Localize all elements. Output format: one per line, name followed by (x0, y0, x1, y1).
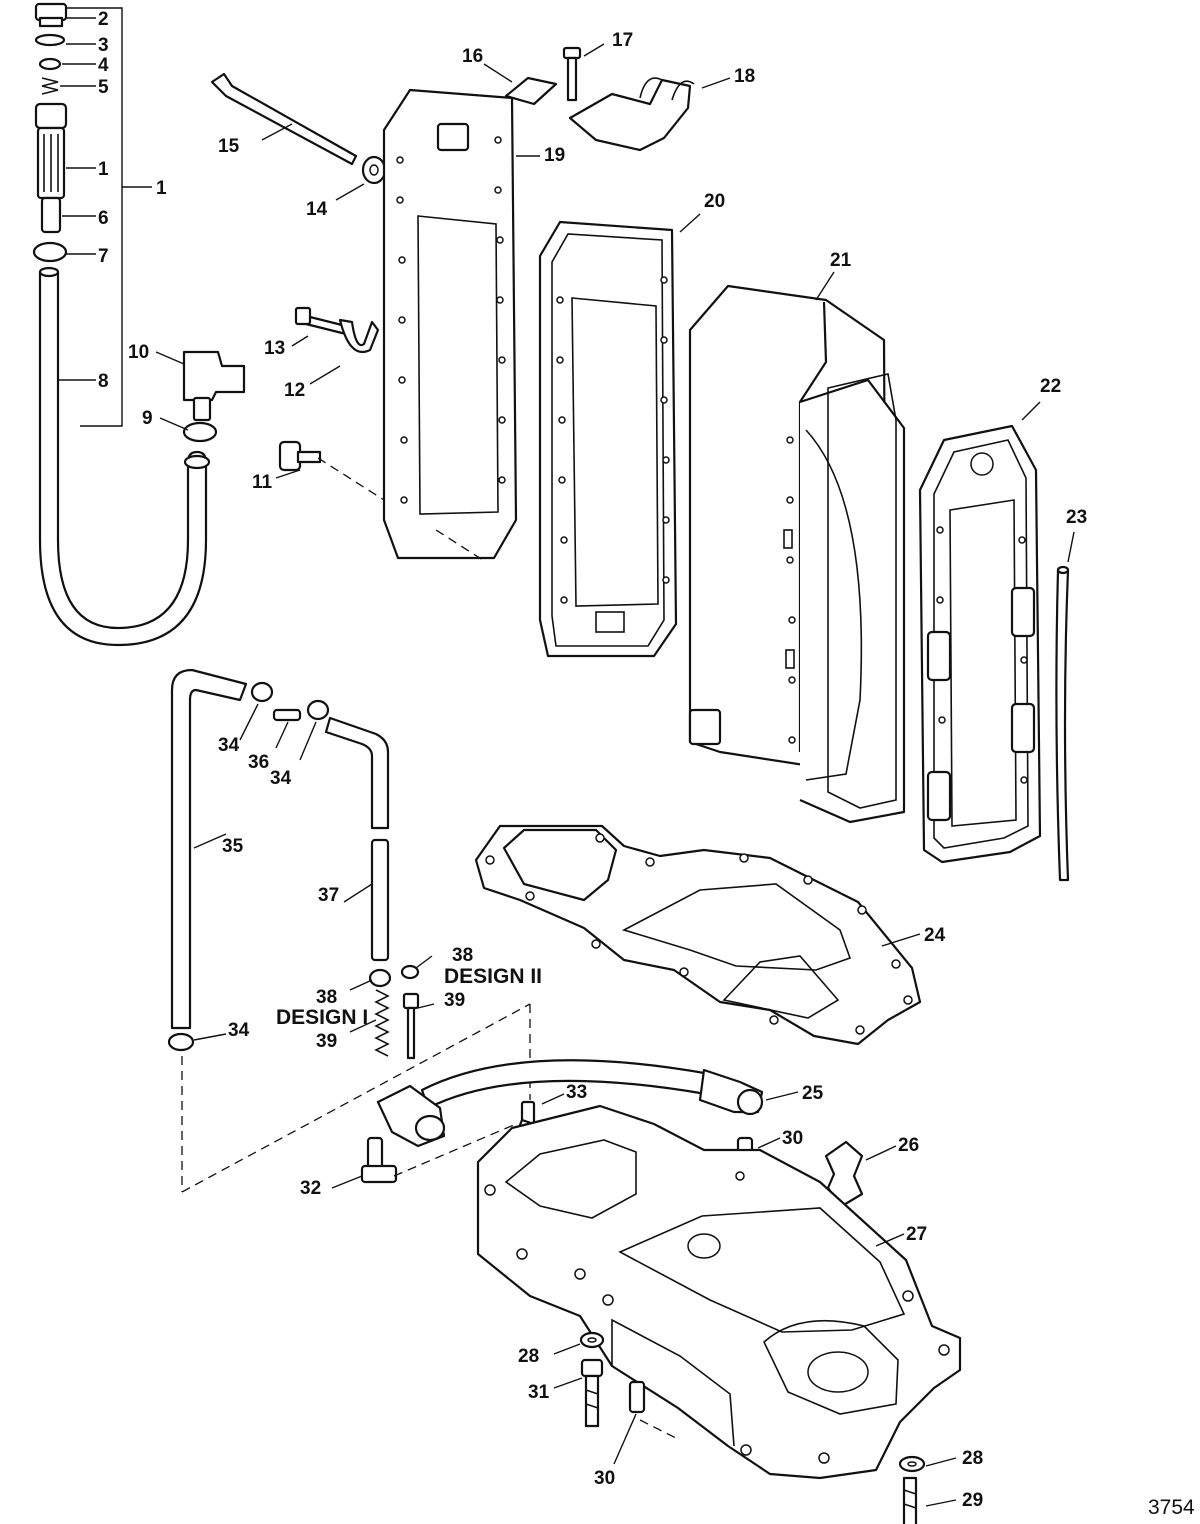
callout-37: 37 (318, 885, 339, 906)
callout-5: 5 (98, 77, 109, 98)
callout-1-sub: 1 (98, 159, 109, 180)
adaptor-plate-holes (484, 1171, 950, 1464)
callout-28-left: 28 (518, 1346, 539, 1367)
callout-39-left: 39 (316, 1031, 337, 1052)
fitting-assembly (32, 2, 246, 647)
callout-31: 31 (528, 1382, 550, 1403)
callout-18: 18 (734, 66, 755, 87)
callout-11: 11 (252, 472, 273, 493)
gasket-20 (538, 213, 701, 658)
callout-38-right: 38 (452, 945, 473, 966)
callout-34-bottom: 34 (228, 1020, 250, 1041)
callout-25: 25 (802, 1083, 824, 1104)
callout-13: 13 (264, 338, 285, 359)
tube-23 (1055, 531, 1075, 882)
callout-6: 6 (98, 208, 109, 229)
callout-32: 32 (300, 1178, 321, 1199)
callout-33: 33 (566, 1082, 587, 1103)
plate-19-holes (396, 136, 506, 504)
adaptor-plate-27 (476, 1104, 962, 1480)
callout-24: 24 (924, 925, 946, 946)
callout-34-right: 34 (270, 768, 292, 789)
callout-4: 4 (98, 55, 109, 76)
callout-8: 8 (98, 371, 109, 392)
gasket-22 (918, 401, 1042, 864)
callout-34-left: 34 (218, 735, 240, 756)
hose-25 (376, 1059, 799, 1148)
gasket-22-holes (936, 526, 1028, 784)
callout-26: 26 (898, 1135, 919, 1156)
callout-28-right: 28 (962, 1448, 983, 1469)
callout-15: 15 (218, 136, 240, 157)
manifold-21-holes (783, 436, 796, 744)
callout-27: 27 (906, 1224, 927, 1245)
callout-23: 23 (1066, 507, 1087, 528)
callout-labels: 2 3 4 5 1 1 6 7 8 9 10 11 12 13 14 15 16… (98, 9, 1195, 1519)
callout-20: 20 (704, 191, 725, 212)
callout-22: 22 (1040, 376, 1061, 397)
callout-17: 17 (612, 30, 633, 51)
upper-cover-plate (210, 43, 731, 563)
bottom-fasteners (553, 1331, 957, 1524)
gasket-20-holes (556, 276, 670, 604)
gasket-24-holes (485, 833, 913, 1035)
callout-10: 10 (128, 342, 149, 363)
callout-35: 35 (222, 836, 244, 857)
manifold-21 (688, 271, 906, 824)
design-ii-label: DESIGN II (444, 965, 542, 988)
callout-21: 21 (830, 250, 852, 271)
callout-14: 14 (306, 199, 328, 220)
design-i-label: DESIGN I (276, 1006, 368, 1029)
callout-9: 9 (142, 408, 153, 429)
callout-30-top: 30 (782, 1128, 803, 1149)
callout-7: 7 (98, 246, 109, 267)
hose-group (167, 668, 531, 1193)
callout-36: 36 (248, 752, 269, 773)
gasket-24 (474, 824, 922, 1046)
callout-30-bottom: 30 (594, 1468, 615, 1489)
callout-12: 12 (284, 380, 305, 401)
callout-38-left: 38 (316, 987, 337, 1008)
callout-29: 29 (962, 1490, 983, 1511)
callout-39-right: 39 (444, 990, 465, 1011)
callout-1: 1 (156, 178, 167, 199)
callout-16: 16 (462, 46, 483, 67)
callout-2: 2 (98, 9, 109, 30)
callout-3: 3 (98, 35, 109, 56)
figure-number: 3754 (1148, 1496, 1195, 1519)
callout-19: 19 (544, 145, 565, 166)
